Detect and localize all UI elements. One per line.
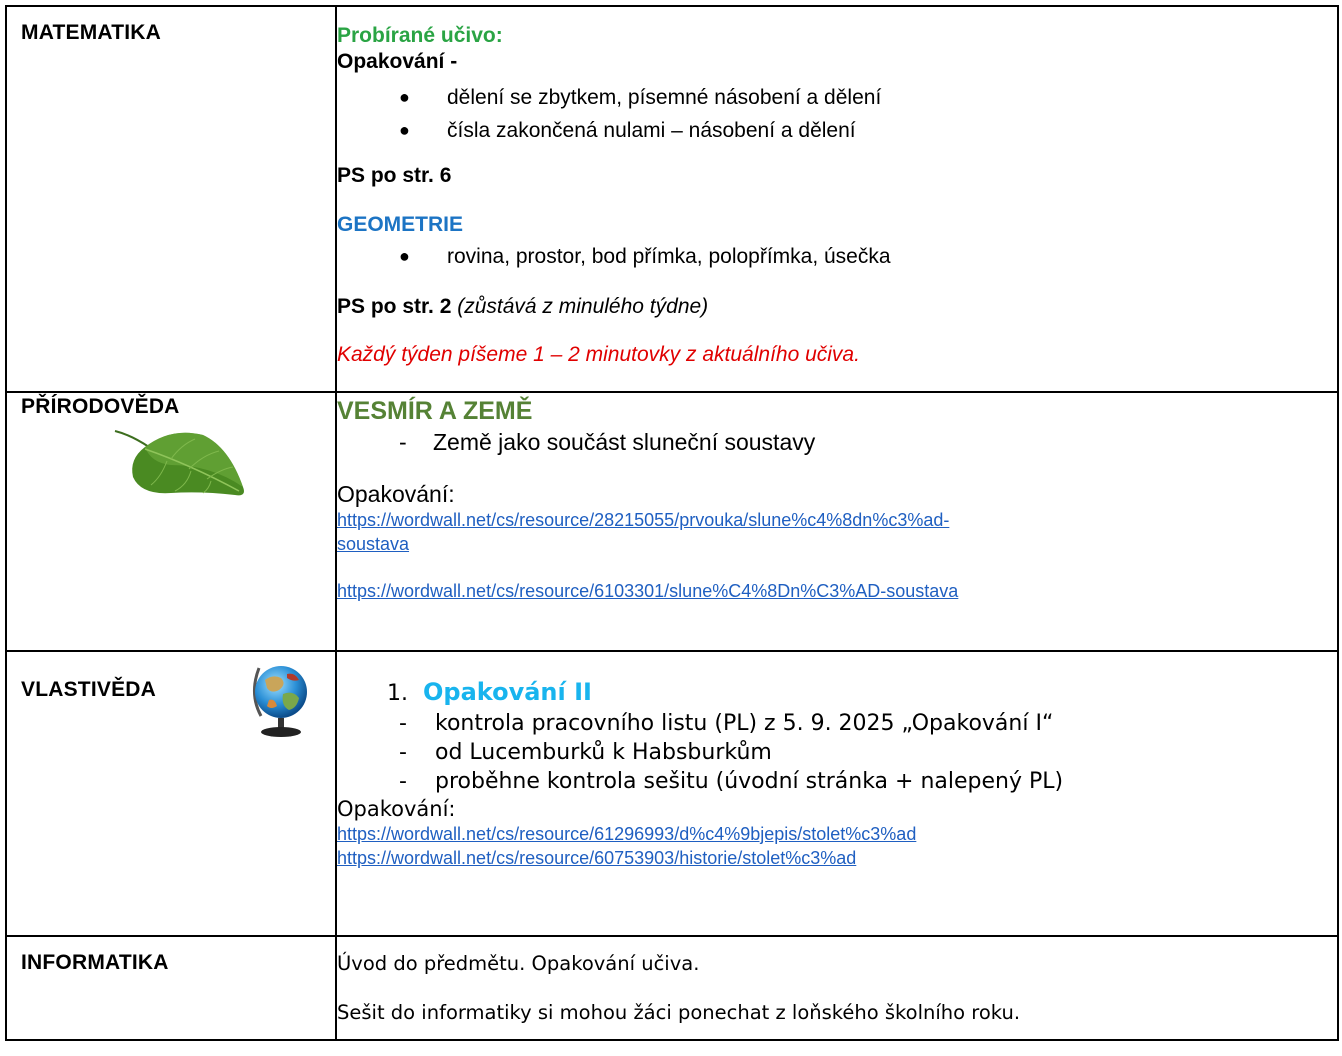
- opakovani-label: Opakování:: [337, 797, 456, 821]
- numbered-heading: 1. Opakování II: [337, 677, 1337, 709]
- workbook-line: PS po str. 2 (zůstává z minulého týdne): [337, 295, 709, 318]
- info-text: Sešit do informatiky si mohou žáci ponec…: [337, 1001, 1021, 1024]
- list-item: ●dělení se zbytkem, písemné násobení a d…: [399, 81, 1337, 114]
- workbook-line: PS po str. 6: [337, 164, 452, 187]
- dash-list: -kontrola pracovního listu (PL) z 5. 9. …: [337, 709, 1337, 796]
- dash-list: -Země jako součást sluneční soustavy: [337, 426, 1337, 458]
- subject-cell: MATEMATIKA: [5, 5, 337, 393]
- list-number: 1.: [387, 681, 408, 706]
- subject-name: VLASTIVĚDA: [21, 678, 157, 701]
- schedule-table: MATEMATIKA Probírané učivo: Opakování - …: [5, 5, 1339, 1041]
- bullet-list: ●rovina, prostor, bod přímka, polopřímka…: [337, 240, 1337, 273]
- resource-link[interactable]: https://wordwall.net/cs/resource/6103301…: [337, 581, 959, 601]
- subject-name: PŘÍRODOVĚDA: [21, 395, 180, 418]
- section-heading: Opakování II: [423, 678, 592, 706]
- note-text: Každý týden píšeme 1 – 2 minutovky z akt…: [337, 343, 860, 366]
- row-informatika: INFORMATIKA Úvod do předmětu. Opakování …: [5, 935, 1339, 1041]
- subject-name: INFORMATIKA: [21, 951, 169, 974]
- content-cell: 1. Opakování II -kontrola pracovního list…: [335, 650, 1339, 937]
- row-vlastiveda: VLASTIVĚDA: [5, 650, 1339, 937]
- list-item: ●rovina, prostor, bod přímka, polopřímka…: [399, 240, 1337, 273]
- section-heading: VESMÍR A ZEMĚ: [337, 397, 533, 425]
- leaf-image: [114, 430, 244, 496]
- resource-link[interactable]: https://wordwall.net/cs/resource/6129699…: [337, 824, 917, 844]
- content-cell: VESMÍR A ZEMĚ -Země jako součást slunečn…: [335, 391, 1339, 652]
- dash-marker: -: [399, 429, 407, 455]
- dash-marker: -: [399, 740, 407, 765]
- subject-cell: PŘÍRODOVĚDA: [5, 391, 337, 652]
- resource-link[interactable]: https://wordwall.net/cs/resource/6075390…: [337, 848, 857, 868]
- dash-marker: -: [399, 769, 407, 794]
- subject-name: MATEMATIKA: [21, 21, 162, 44]
- row-matematika: MATEMATIKA Probírané učivo: Opakování - …: [5, 5, 1339, 393]
- info-text: Úvod do předmětu. Opakování učiva.: [337, 952, 700, 975]
- globe-image: [253, 666, 307, 737]
- opakovani-label: Opakování:: [337, 481, 455, 507]
- list-item: -proběhne kontrola sešitu (úvodní stránk…: [399, 769, 1064, 794]
- bullet-list: ●dělení se zbytkem, písemné násobení a d…: [337, 81, 1337, 147]
- list-item: -od Lucemburků k Habsburkům: [399, 740, 772, 765]
- list-item: -Země jako součást sluneční soustavy: [399, 426, 1337, 458]
- opakovani-label: Opakování -: [337, 50, 458, 73]
- subject-cell: INFORMATIKA: [5, 935, 337, 1041]
- section-heading: Probírané učivo:: [337, 24, 503, 47]
- row-prirodoveda: PŘÍRODOVĚDA VESMÍR A ZEMĚ -Země jako sou…: [5, 391, 1339, 652]
- dash-marker: -: [399, 711, 407, 736]
- content-cell: Probírané učivo: Opakování - ●dělení se …: [335, 5, 1339, 393]
- list-item: -kontrola pracovního listu (PL) z 5. 9. …: [399, 711, 1054, 736]
- resource-link[interactable]: https://wordwall.net/cs/resource/2821505…: [337, 510, 950, 554]
- bullet-icon: ●: [399, 246, 410, 266]
- geometrie-heading: GEOMETRIE: [337, 213, 464, 236]
- list-item: ●čísla zakončená nulami – násobení a děl…: [399, 114, 1337, 147]
- bullet-icon: ●: [399, 120, 410, 140]
- content-cell: Úvod do předmětu. Opakování učiva. Sešit…: [335, 935, 1339, 1041]
- bullet-icon: ●: [399, 87, 410, 107]
- subject-cell: VLASTIVĚDA: [5, 650, 337, 937]
